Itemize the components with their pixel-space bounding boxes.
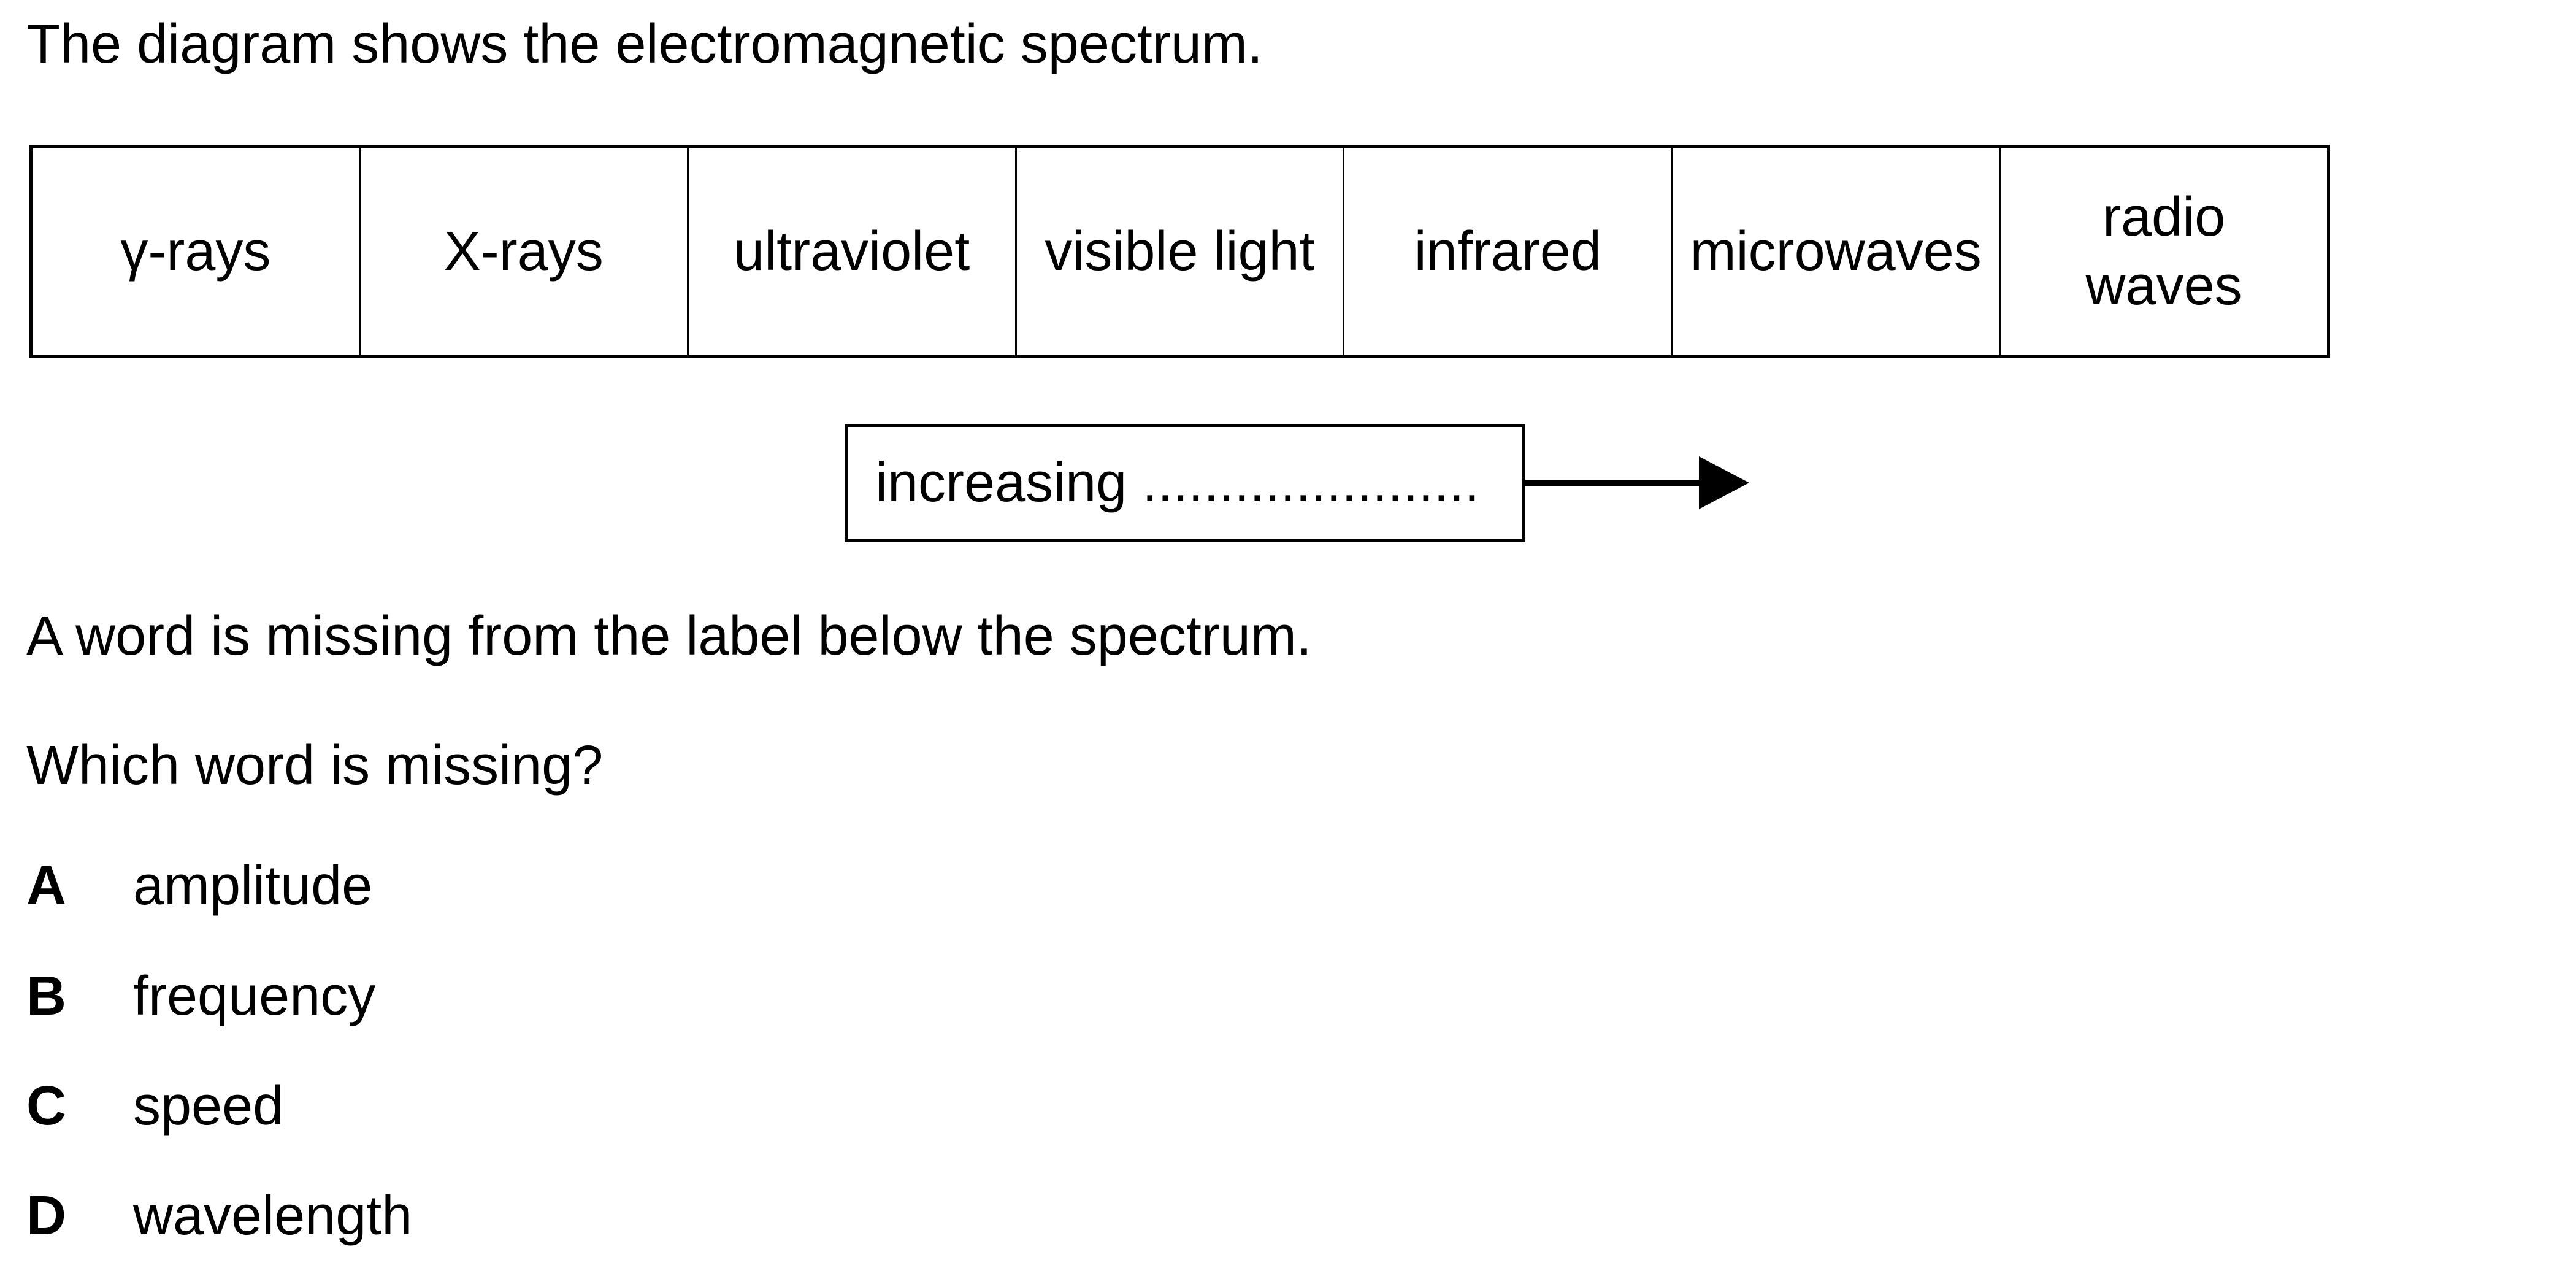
spectrum-band-cell: visible light [1014, 148, 1343, 355]
arrow-line [1522, 480, 1703, 486]
arrow-head-icon [1699, 456, 1749, 509]
option-letter: D [26, 1185, 66, 1247]
option-letter: B [26, 966, 66, 1027]
option-text: frequency [133, 966, 376, 1027]
option-letter: A [26, 855, 66, 916]
spectrum-band-cell: radio waves [1999, 148, 2327, 355]
question-intro: The diagram shows the electromagnetic sp… [26, 13, 1263, 75]
increasing-label-box: increasing ...................... [845, 424, 1525, 542]
spectrum-diagram: γ-rays X-rays ultraviolet visible light … [29, 145, 2330, 358]
spectrum-band-cell: microwaves [1671, 148, 1999, 355]
option-letter: C [26, 1075, 66, 1137]
option-text: speed [133, 1075, 284, 1137]
statement-text: A word is missing from the label below t… [26, 605, 1312, 667]
question-prompt: Which word is missing? [26, 735, 604, 796]
spectrum-band-cell: infrared [1343, 148, 1671, 355]
spectrum-band-cell: γ-rays [120, 220, 271, 282]
spectrum-band-cell: X-rays [358, 148, 687, 355]
increasing-label: increasing ...................... [875, 451, 1480, 513]
option-text: wavelength [133, 1185, 413, 1247]
spectrum-band-cell: ultraviolet [686, 148, 1015, 355]
option-text: amplitude [133, 855, 373, 916]
